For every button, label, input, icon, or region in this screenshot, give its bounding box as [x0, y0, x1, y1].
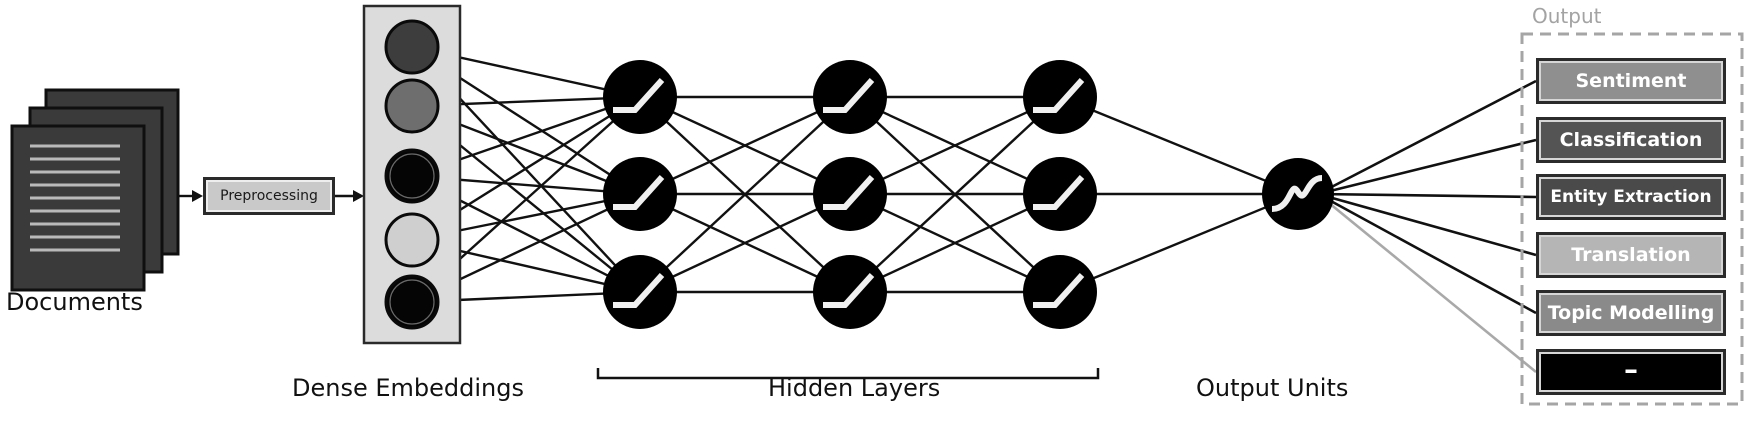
connection-line [1317, 192, 1537, 315]
hidden-layer-nodes [603, 60, 1097, 329]
flow-arrows [178, 190, 364, 202]
relu-icon [613, 174, 665, 210]
output-box: Sentiment [1536, 58, 1726, 104]
hidden-layers-bracket [596, 368, 1100, 380]
output-dashed-frame [1520, 32, 1744, 406]
output-unit-node [1262, 158, 1334, 230]
hidden-node [603, 60, 677, 134]
arrow-head [192, 190, 203, 202]
preprocessing-box: Preprocessing [203, 177, 335, 215]
dense-embeddings-panel [362, 4, 462, 345]
embedding-node [384, 19, 440, 75]
connection-line [1317, 79, 1537, 196]
connection-line [1317, 192, 1537, 374]
relu-icon [1033, 174, 1085, 210]
connection-line [639, 192, 851, 294]
relu-icon [613, 272, 665, 308]
embedding-node-ring [389, 279, 435, 325]
relu-icon [823, 77, 875, 113]
output-box: Translation [1536, 232, 1726, 278]
output-units-label: Output Units [1196, 374, 1349, 402]
output-box: Classification [1536, 117, 1726, 163]
documents-label: Documents [6, 288, 143, 316]
connection-line [639, 96, 851, 293]
document-page [10, 124, 146, 292]
hidden-node [813, 157, 887, 231]
connection-line [1317, 192, 1537, 257]
hidden-node [1023, 60, 1097, 134]
output-box: Topic Modelling [1536, 290, 1726, 336]
connection-line [849, 95, 1061, 196]
hidden-node [813, 255, 887, 329]
hidden-node [1023, 255, 1097, 329]
relu-icon [823, 174, 875, 210]
connection-line [1317, 192, 1537, 199]
connection-line [849, 192, 1061, 294]
arrow-head [353, 190, 364, 202]
output-box: – [1536, 349, 1726, 395]
sigmoid-icon [1271, 175, 1323, 212]
hidden-node [603, 157, 677, 231]
connection-line [1317, 138, 1537, 196]
connection-line [639, 95, 851, 196]
relu-icon [613, 77, 665, 113]
hidden-node [1023, 157, 1097, 231]
documents-stack-icon [10, 88, 180, 292]
output-frame [1520, 32, 1744, 406]
relu-icon [1033, 272, 1085, 308]
embedding-node [384, 78, 440, 134]
output-title: Output [1532, 4, 1602, 28]
embedding-node [384, 274, 440, 330]
hidden-node [603, 255, 677, 329]
relu-icon [823, 272, 875, 308]
relu-icon [1033, 77, 1085, 113]
dense-embeddings-label: Dense Embeddings [292, 374, 524, 402]
connection-line [849, 96, 1061, 293]
embedding-node-ring [389, 153, 435, 199]
connection-line [1059, 192, 1299, 294]
connection-line [1059, 95, 1299, 196]
output-box: Entity Extraction [1536, 174, 1726, 220]
hidden-node [813, 60, 887, 134]
embedding-node [384, 212, 440, 268]
embedding-node [384, 148, 440, 204]
hidden-layers-label: Hidden Layers [768, 374, 941, 402]
network-edges [411, 45, 1537, 374]
bracket-line [596, 368, 1100, 380]
